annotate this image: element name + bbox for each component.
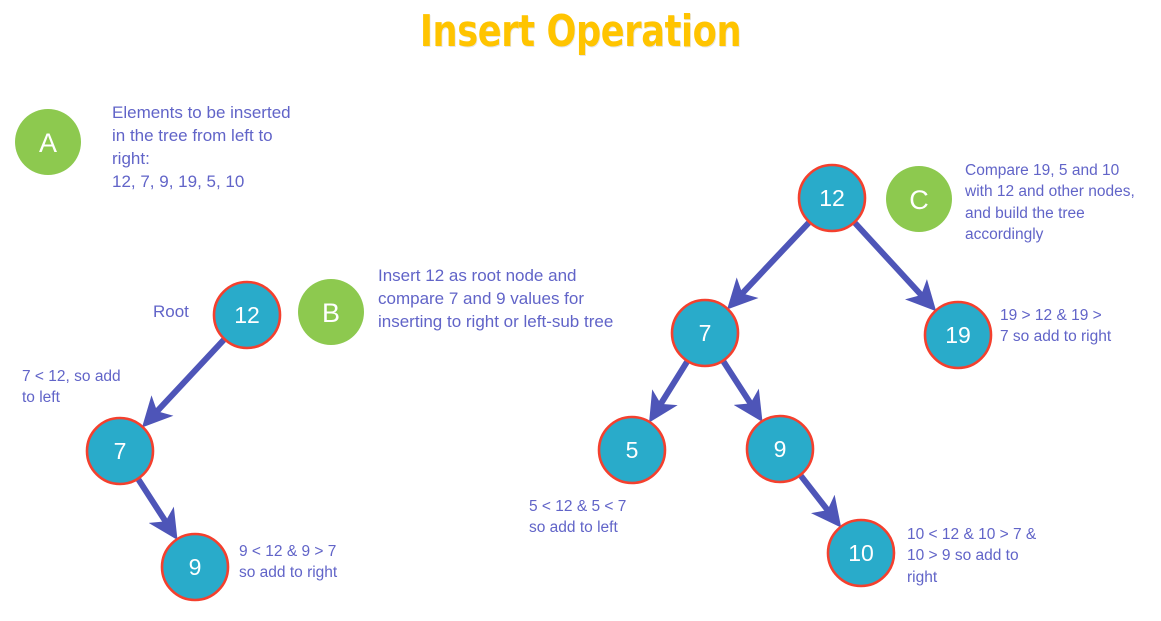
tree-edge [135, 477, 178, 540]
tree-node[interactable]: 9 [745, 414, 815, 484]
annotation-right-5: 5 < 12 & 5 < 7 so add to left [529, 498, 627, 537]
annotation-right-19: 19 > 12 & 19 > 7 so add to right [1000, 307, 1112, 346]
tree-node[interactable]: 7 [85, 416, 155, 486]
step-badges: A B C [15, 109, 952, 345]
tree-edge [798, 473, 842, 528]
root-label: Root [153, 302, 189, 321]
tree-node[interactable]: 7 [670, 298, 740, 368]
tree-edge [727, 220, 811, 310]
tree-node-circle [212, 280, 282, 350]
step-badge-a[interactable]: A [15, 109, 81, 175]
annotation-left-9: 9 < 12 & 9 > 7 so add to right [239, 543, 338, 582]
step-badge-circle [298, 279, 364, 345]
step-badge-letter: A [39, 128, 57, 158]
tree-edge [852, 220, 937, 312]
tree-edge [141, 337, 226, 428]
step-a-note: Elements to be inserted in the tree from… [112, 103, 291, 191]
tree-node-value: 7 [699, 320, 712, 346]
tree-node[interactable]: 10 [826, 518, 896, 588]
tree-node-circle [745, 414, 815, 484]
tree-node-value: 7 [114, 438, 127, 464]
tree-node[interactable]: 19 [923, 300, 993, 370]
tree-node-circle [826, 518, 896, 588]
tree-node-value: 9 [189, 554, 202, 580]
tree-node-circle [597, 415, 667, 485]
tree-node-value: 9 [774, 436, 787, 462]
tree-node-circle [160, 532, 230, 602]
tree-node-circle [923, 300, 993, 370]
step-badge-circle [15, 109, 81, 175]
tree-node-value: 5 [626, 437, 639, 463]
tree-node-circle [85, 416, 155, 486]
tree-edge [649, 360, 690, 423]
tree-edges [135, 220, 937, 540]
tree-node-circle [670, 298, 740, 368]
tree-node-value: 12 [234, 302, 260, 328]
tree-node-circle [797, 163, 867, 233]
tree-edge [720, 359, 763, 422]
step-c-note: Compare 19, 5 and 10 with 12 and other n… [965, 162, 1135, 244]
tree-node-value: 12 [819, 185, 845, 211]
step-badge-circle [886, 166, 952, 232]
step-badge-c[interactable]: C [886, 166, 952, 232]
tree-nodes: 12 7 9 12 7 19 5 9 10 [85, 163, 993, 602]
tree-node[interactable]: 12 [797, 163, 867, 233]
annotation-right-10: 10 < 12 & 10 > 7 & 10 > 9 so add to righ… [907, 526, 1037, 586]
annotation-left-7: 7 < 12, so add to left [22, 368, 121, 407]
step-b-note: Insert 12 as root node and compare 7 and… [378, 266, 614, 331]
step-badge-letter: B [322, 298, 340, 328]
page-title: Insert Operation [419, 6, 742, 57]
tree-node[interactable]: 5 [597, 415, 667, 485]
tree-node[interactable]: 9 [160, 532, 230, 602]
step-badge-letter: C [909, 185, 929, 215]
tree-node-value: 10 [848, 540, 874, 566]
tree-node-value: 19 [945, 322, 971, 348]
step-badge-b[interactable]: B [298, 279, 364, 345]
tree-node[interactable]: 12 [212, 280, 282, 350]
